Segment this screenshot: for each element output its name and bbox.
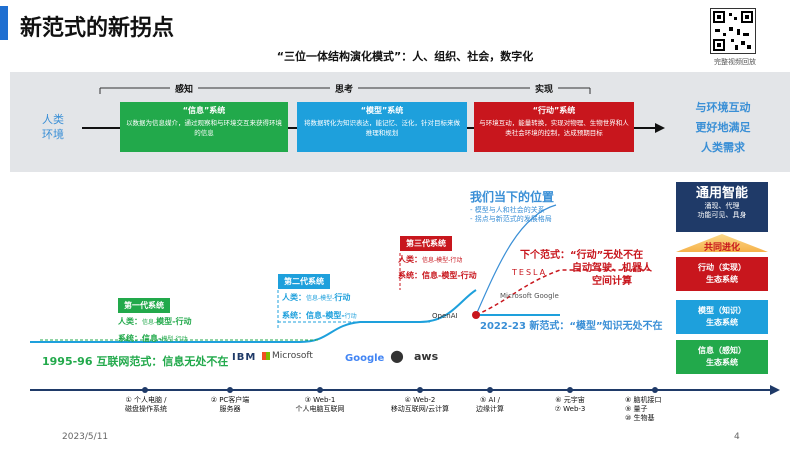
gen2-sys-small: 行动: [344, 313, 357, 320]
position-bullet-2: - 拐点与新范式的发展格局: [470, 215, 552, 223]
gen2-title: 第二代系统: [278, 274, 330, 289]
general-intelligence-title: 通用智能: [695, 186, 748, 201]
action-system-box: “行动”系统 与环境互动，能量转换，实现对物理、生物世界和人类社会环境的控制，达…: [474, 102, 634, 152]
paradigm-1995: 1995-96 互联网范式：信息无处不在: [42, 355, 229, 368]
gen1-human: 人类：信息-模型-行动: [118, 316, 192, 327]
gen1-sys-small: 模型-行动: [161, 336, 188, 343]
timeline-label-7: ⑧ 脑机接口 ⑨ 量子 ⑩ 生物基: [625, 396, 662, 422]
timeline-label-6: ⑥ 元宇宙 ⑦ Web-3: [554, 396, 586, 413]
qr-caption: 完整视频回放: [714, 58, 756, 66]
general-intelligence-sub: 涌现、代理 功能可见、具身: [697, 202, 747, 219]
model-system-title: “模型”系统: [360, 106, 404, 115]
slide-date: 2023/5/11: [62, 432, 109, 442]
position-bullets: - 模型与人和社会的关系 - 拐点与新范式的发展格局: [470, 206, 552, 224]
microsoft-logo-text: Microsoft: [272, 351, 313, 361]
aws-logo: aws: [414, 350, 439, 363]
info-system-text: 以数据为信息媒介，通过观察和与环境交互来获得环境的信息: [126, 119, 282, 137]
gen1-system: 系统：信息-模型-行动: [118, 333, 188, 344]
gen2-human-small: 信息-模型-: [306, 295, 335, 302]
stage-think: 思考: [330, 82, 359, 95]
gen2-sys-big: 信息-模型-: [306, 311, 345, 320]
title-accent-bar: [0, 6, 8, 40]
right-goal-text: 与环境互动 更好地满足 人类需求: [668, 98, 778, 158]
gen1-sys-big: 信息-: [142, 334, 162, 343]
action-system-title: “行动”系统: [532, 106, 576, 115]
google-logo: Google: [345, 353, 385, 364]
paradigm-next-sub: 自动驾驶、机器人 空间计算: [572, 263, 652, 287]
gen1-title: 第一代系统: [118, 298, 170, 313]
gen3-human: 人类：信息-模型-行动: [398, 254, 462, 265]
ibm-logo: IBM: [232, 352, 257, 363]
model-system-box: “模型”系统 将数据转化为知识表达，能记忆、泛化，针对目标来做推理和规划: [297, 102, 467, 152]
openai-logo: OpenAI: [432, 312, 458, 320]
position-title: 我们当下的位置: [470, 190, 555, 204]
gen3-system: 系统：信息-模型-行动: [398, 270, 477, 281]
info-ecosystem-box: 信息（感知） 生态系统: [676, 340, 768, 374]
gen3-title: 第三代系统: [400, 236, 452, 251]
gen3-human-small: 信息-模型-行动: [422, 257, 463, 264]
paradigm-2022: 2022-23 新范式：“模型”知识无处不在: [480, 321, 663, 332]
current-position-dot: [472, 311, 480, 319]
tesla-logo: TESLA: [512, 268, 548, 277]
stage-perceive: 感知: [170, 82, 199, 95]
model-system-text: 将数据转化为知识表达，能记忆、泛化，针对目标来做推理和规划: [304, 119, 460, 137]
timeline-label-1: ① 个人电脑 / 磁盘操作系统: [125, 396, 167, 413]
info-system-title: “信息”系统: [182, 106, 226, 115]
general-intelligence-box: 通用智能 涌现、代理 功能可见、具身: [676, 182, 768, 232]
timeline-label-4: ④ Web-2 移动互联网/云计算: [390, 396, 450, 413]
goal-line-1: 与环境互动: [695, 101, 751, 114]
apple-logo-icon: ●: [390, 346, 404, 365]
coevolve-label: 共同进化: [703, 243, 740, 253]
timeline-label-5: ⑤ AI / 边缘计算: [476, 396, 504, 413]
paradigm-next: 下个范式：“行动”无处不在: [520, 250, 644, 261]
gen2-human: 人类：信息-模型-行动: [282, 292, 350, 303]
microsoft-google-logo: Microsoft Google: [500, 292, 559, 300]
gen3-sys-label: 系统：: [398, 271, 422, 280]
gen2-sys-label: 系统：: [282, 311, 306, 320]
goal-line-2: 更好地满足: [695, 121, 751, 134]
info-system-box: “信息”系统 以数据为信息媒介，通过观察和与环境交互来获得环境的信息: [120, 102, 288, 152]
position-bullet-1: - 模型与人和社会的关系: [470, 206, 545, 214]
microsoft-logo: Microsoft: [262, 351, 313, 361]
gen1-human-small: 信息-: [142, 319, 157, 326]
gen1-human-label: 人类：: [118, 317, 142, 326]
gen1-human-big: 模型-行动: [156, 317, 192, 326]
human-environment-label: 人类 环境: [42, 113, 64, 141]
goal-line-3: 人类需求: [701, 141, 745, 154]
slide-title: 新范式的新拐点: [20, 16, 175, 41]
gen3-human-label: 人类：: [398, 255, 422, 264]
page-number: 4: [734, 432, 740, 442]
stage-act: 实现: [530, 82, 559, 95]
gen2-human-big: 行动: [334, 293, 351, 302]
gen3-sys-big: 信息-模型-行动: [422, 271, 477, 280]
gen2-human-label: 人类：: [282, 293, 306, 302]
action-ecosystem-box: 行动（实现） 生态系统: [676, 257, 768, 291]
timeline-label-3: ③ Web-1 个人电脑互联网: [295, 396, 345, 413]
slide-subtitle: “三位一体结构演化模式”：人、组织、社会，数字化: [276, 50, 534, 63]
gen2-system: 系统：信息-模型-行动: [282, 310, 357, 321]
model-ecosystem-box: 模型（知识） 生态系统: [676, 300, 768, 334]
timeline-label-2: ② PC客户端 服务器: [210, 396, 250, 413]
action-system-text: 与环境互动，能量转换，实现对物理、生物世界和人类社会环境的控制，达成预期目标: [479, 119, 629, 137]
gen1-sys-label: 系统：: [118, 334, 142, 343]
qr-code-icon: [710, 8, 756, 54]
